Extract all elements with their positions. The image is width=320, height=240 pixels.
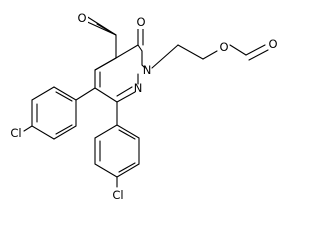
bond-ring-top (94, 57, 117, 71)
ester-oxygen-label: O (219, 40, 228, 54)
chlorine-lower-label: Cl (112, 188, 123, 202)
bond-acetyl-co-double (85, 15, 117, 36)
ring-carbonyl (137, 26, 144, 46)
bond-ph1-e (53, 125, 77, 140)
bond-ph1-cl (23, 125, 33, 132)
bond-ch2-ch2 (177, 44, 204, 60)
bond-ph1-inner-1 (55, 91, 73, 102)
bond-n-ch2 (151, 44, 179, 69)
bond-ph2-inner-3 (118, 129, 136, 140)
bond-c4-c5 (115, 44, 139, 59)
chemical-structure-drawing: O O N N O O Cl Cl (10, 11, 278, 202)
atom-labels: O O N N O O Cl Cl (10, 11, 278, 202)
bond-ph1-inner-3 (55, 124, 73, 135)
acetyl-group (82, 15, 117, 59)
label-bg-ring-o (135, 15, 147, 29)
bond-ph2-f (116, 124, 140, 139)
bond-ph1-a (53, 86, 77, 101)
formyl-oxygen-label: O (268, 37, 277, 51)
chlorine-upper-label: Cl (10, 126, 21, 140)
ethyl-formate-chain (151, 44, 269, 69)
bond-ph2-d (116, 163, 140, 178)
acetyl-oxygen-label: O (77, 11, 86, 25)
bond-ch2-o (202, 50, 218, 60)
ring-nitrogen-2-label: N (134, 81, 143, 95)
bond-o-cho (229, 44, 247, 56)
bond-c3-c4a (94, 87, 118, 103)
bond-acetyl-co (82, 19, 117, 36)
pyridazinone-ring (94, 44, 146, 103)
bond-c6-n1 (141, 64, 146, 69)
ring-oxygen-label: O (136, 15, 145, 29)
bond-ph1-b (31, 86, 55, 101)
bond-cho-o (245, 44, 266, 56)
bond-c5-c6 (137, 44, 143, 52)
bond-ph1-d (31, 125, 55, 140)
bond-ph2-c (94, 163, 118, 178)
molecule-svg: O O N N O O Cl Cl (10, 11, 278, 202)
bond-n2-c3 (116, 91, 136, 103)
bond-ph2-a (94, 124, 118, 139)
bond-cho-o-double (248, 49, 269, 61)
label-bg-acetyl-o (76, 11, 88, 25)
chlorophenyl-upper (23, 86, 96, 140)
chlorophenyl-lower (94, 101, 140, 188)
bond-ph2-inner-2 (118, 162, 136, 173)
ring-nitrogen-1-label: N (143, 63, 152, 77)
bond-ring-phenyl1 (75, 87, 96, 101)
bond-n2-c3-double (116, 86, 133, 97)
